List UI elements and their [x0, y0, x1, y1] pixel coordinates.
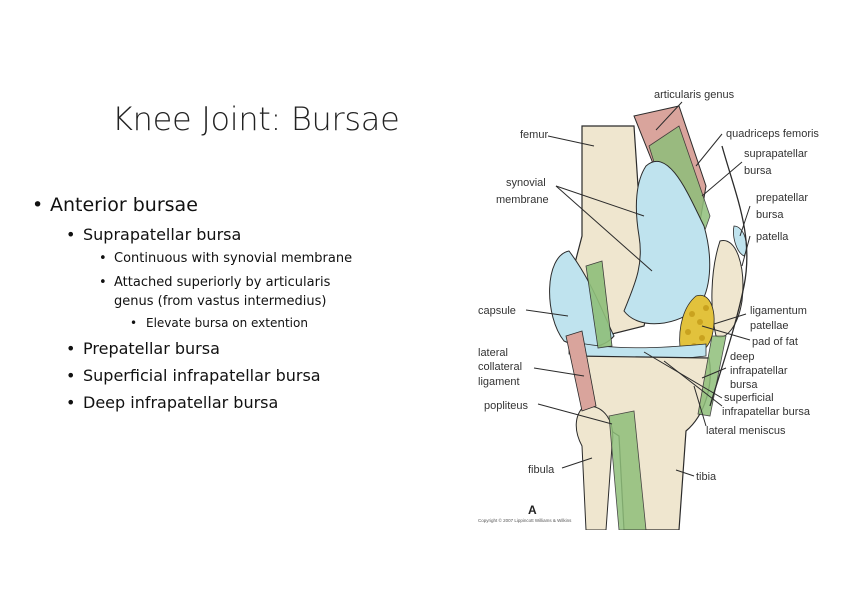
popliteus-muscle	[608, 410, 647, 530]
label-synovial: synovial	[506, 177, 546, 189]
label-membrane: membrane	[496, 194, 549, 206]
bullet-attached-continuation: genus (from vastus intermedius)	[114, 294, 327, 309]
bullet-continuous-synovial: •Continuous with synovial membrane	[99, 251, 353, 266]
label-suprapatellar-bursa: bursa	[744, 165, 772, 177]
label-superficial: superficial	[724, 392, 774, 404]
bullet-prepatellar-bursa: •Prepatellar bursa	[66, 339, 220, 358]
capsule-green-band	[585, 260, 613, 349]
bullet-suprapatellar-bursa: •Suprapatellar bursa	[66, 225, 242, 244]
bullet-attached-superiorly: •Attached superiorly by articularis	[99, 275, 331, 290]
label-deep: deep	[730, 351, 754, 363]
label-pad-of-fat: pad of fat	[752, 336, 798, 348]
ligamentum-patellae-shape	[697, 335, 727, 417]
fat-pad-texture	[685, 305, 709, 349]
label-collateral: collateral	[478, 361, 522, 373]
label-capsule: capsule	[478, 305, 516, 317]
lateral-collateral-ligament	[565, 330, 597, 412]
label-quadriceps-femoris: quadriceps femoris	[726, 128, 819, 140]
knee-illustration: articularis genus femur quadriceps femor…	[478, 89, 819, 530]
label-prepatellar: prepatellar	[756, 192, 808, 204]
label-lateral-meniscus: lateral meniscus	[706, 425, 786, 437]
label-suprapatellar: suprapatellar	[744, 148, 808, 160]
label-deep-infrapatellar: infrapatellar	[730, 365, 788, 377]
figure-copyright: Copyright © 2007 Lippincott Williams & W…	[478, 517, 572, 523]
bullet-elevate-bursa: •Elevate bursa on extention	[130, 316, 308, 330]
bullet-anterior-bursae: •Anterior bursae	[32, 194, 198, 216]
label-ligamentum: ligamentum	[750, 305, 807, 317]
label-superficial-infrapatellar-bursa: infrapatellar bursa	[722, 406, 811, 418]
label-popliteus: popliteus	[484, 400, 529, 412]
label-patellae: patellae	[750, 320, 789, 332]
knee-anatomy-figure: articularis genus femur quadriceps femor…	[474, 86, 834, 530]
label-ligament: ligament	[478, 376, 520, 388]
figure-letter: A	[528, 503, 537, 517]
label-femur: femur	[520, 129, 548, 141]
label-articularis-genus: articularis genus	[654, 89, 735, 101]
bullet-deep-infrapatellar: •Deep infrapatellar bursa	[66, 393, 279, 412]
leader-lines	[525, 101, 751, 477]
label-patella: patella	[756, 231, 789, 243]
label-fibula: fibula	[528, 464, 555, 476]
slide-title: Knee Joint: Bursae	[112, 100, 400, 138]
label-prepatellar-bursa: bursa	[756, 209, 784, 221]
patella-shape	[711, 240, 744, 338]
label-deep-bursa: bursa	[730, 379, 758, 391]
suprapatellar-bursa-shape	[623, 160, 711, 325]
label-lateral: lateral	[478, 347, 508, 359]
skin-outline	[709, 145, 748, 407]
fibula-bone	[575, 405, 614, 530]
bullet-superficial-infrapatellar: •Superficial infrapatellar bursa	[66, 366, 321, 385]
label-tibia: tibia	[696, 471, 717, 483]
